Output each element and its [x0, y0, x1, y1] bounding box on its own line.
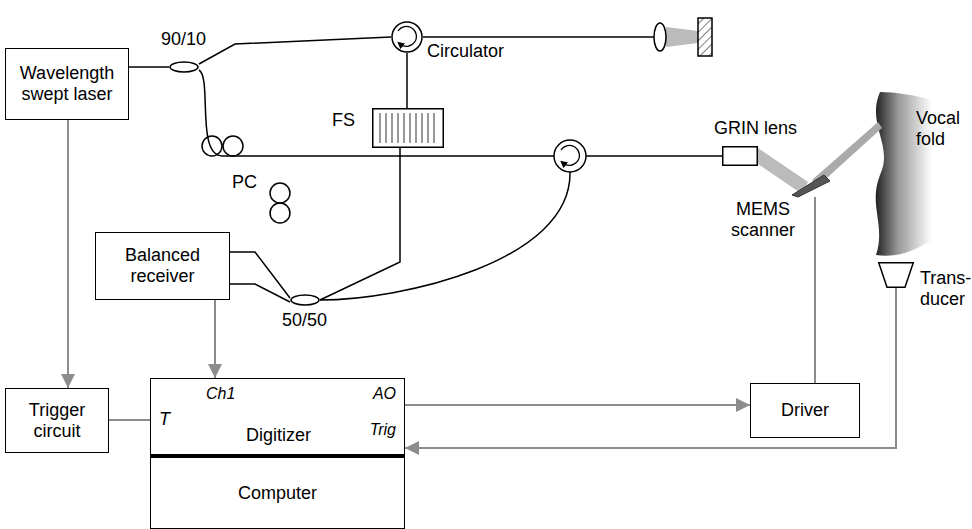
box-label: Balanced receiver [109, 245, 217, 286]
grating-line [403, 113, 404, 143]
reference-arm-fiber [423, 36, 654, 38]
node-label: 50/50 [282, 310, 327, 331]
reference-lens [654, 23, 666, 51]
grating-line [391, 113, 392, 143]
grating-line [379, 113, 380, 143]
circulator-outline [391, 21, 423, 53]
tissue-label: Vocal fold [916, 108, 970, 149]
receiver-box: Balanced receiver [95, 232, 230, 300]
fiber-coupler-outline [169, 61, 199, 73]
node-label: Trig [370, 421, 396, 439]
node-label: GRIN lens [714, 118, 797, 139]
coupler-ellipse [291, 295, 319, 305]
node-label: Circulator [427, 41, 504, 62]
optical-fiber [406, 53, 408, 108]
coupler-ellipse [170, 62, 198, 72]
circulator-arrow [398, 26, 416, 46]
signal-line [405, 288, 896, 448]
sample-beam [758, 148, 808, 194]
box-label: Trigger circuit [12, 400, 102, 441]
fiber-grating: FS [372, 108, 444, 148]
polarization-controller-loop [223, 136, 243, 156]
optical-fiber [320, 148, 400, 300]
signal-line [405, 404, 750, 406]
signal-line [109, 419, 150, 421]
node-label: T [159, 409, 170, 430]
trigger-box: Trigger circuit [5, 388, 109, 453]
optical-fiber [129, 66, 169, 68]
digitizer-box: T Ch1 AO DigitizerTrig [150, 378, 405, 455]
node-label: 90/10 [161, 29, 206, 50]
grating-line [415, 113, 416, 143]
fiber-coupler: 50/50 [290, 294, 320, 306]
mems-scanner-outline [790, 175, 830, 197]
grating-line [385, 113, 386, 143]
transducer-outline [878, 262, 914, 288]
node-label: FS [332, 110, 355, 131]
sample-arm-fiber [199, 70, 554, 156]
polarization-controller-loop [270, 203, 290, 223]
grating-line [397, 113, 398, 143]
component-label: PC [232, 172, 257, 193]
grin-lens-outline [722, 146, 758, 166]
circulator-circle [392, 22, 422, 52]
fiber-coupler: 90/10 [169, 61, 199, 73]
node-label: MEMS scanner [724, 199, 802, 240]
node-label: Trans- ducer [920, 268, 972, 309]
lens-outline [723, 147, 758, 166]
box-label: Driver [781, 400, 829, 421]
circulator-arrow [561, 145, 579, 165]
mems-scanner: MEMS scanner [790, 175, 830, 197]
box-label: Wavelength swept laser [12, 63, 122, 104]
optical-fiber [230, 284, 290, 302]
node-label: Ch1 [206, 385, 235, 403]
reference-beam [666, 27, 698, 47]
grating-line [421, 113, 422, 143]
transducer-outline [879, 263, 914, 288]
fiber-coupler-outline [290, 294, 320, 306]
reference-mirror [698, 18, 712, 56]
box-label: Computer [238, 483, 317, 504]
transducer: Trans- ducer [878, 262, 914, 288]
optical-fiber [230, 252, 290, 298]
signal-line [214, 300, 216, 378]
polarization-controller-loop [202, 136, 222, 156]
return-fiber [320, 172, 570, 300]
signal-line [67, 120, 69, 388]
circulator: Circulator [391, 21, 423, 53]
fiber-grating-outline [372, 108, 444, 148]
grin-lens: GRIN lens [722, 146, 758, 166]
node-label: Digitizer [151, 425, 406, 446]
grating-line [433, 113, 434, 143]
mirror-plate [792, 175, 830, 197]
node-label: AO [373, 385, 396, 403]
optical-fiber [199, 37, 391, 64]
grating-line [409, 113, 410, 143]
signal-line [814, 197, 816, 383]
laser-box: Wavelength swept laser [5, 48, 129, 120]
polarization-controller-loop [270, 183, 290, 203]
grating-outline [373, 109, 444, 148]
sample-arm-fiber [586, 155, 722, 157]
computer-box: Computer [150, 455, 405, 529]
circulator-symbol [554, 140, 586, 172]
driver-box: Driver [750, 383, 860, 438]
grating-line [427, 113, 428, 143]
